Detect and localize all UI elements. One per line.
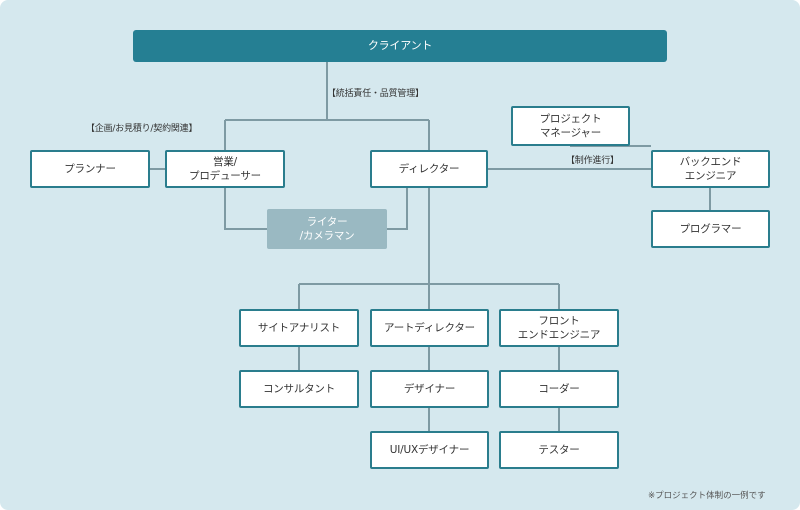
- overall-responsibility-label: 【統括責任・品質管理】: [327, 89, 424, 99]
- art-director-node: アートディレクター: [370, 309, 489, 347]
- client-node: クライアント: [133, 30, 667, 62]
- planner-node: プランナー: [30, 150, 150, 188]
- footnote: ※プロジェクト体制の一例です: [648, 491, 766, 501]
- coder-node: コーダー: [499, 370, 619, 408]
- production-progress-label: 【制作進行】: [566, 156, 619, 166]
- project-manager-node: プロジェクト マネージャー: [511, 106, 630, 146]
- site-analyst-node: サイトアナリスト: [239, 309, 359, 347]
- writer-camera-node: ライター /カメラマン: [267, 209, 387, 249]
- frontend-engineer-node: フロント エンドエンジニア: [499, 309, 619, 347]
- programmer-node: プログラマー: [651, 210, 770, 248]
- consultant-node: コンサルタント: [239, 370, 359, 408]
- director-node: ディレクター: [370, 150, 488, 188]
- tester-node: テスター: [499, 431, 619, 469]
- planning-label: 【企画/お見積り/契約関連】: [86, 124, 198, 134]
- uiux-designer-node: UI/UXデザイナー: [370, 431, 489, 469]
- sales-producer-node: 営業/ プロデューサー: [165, 150, 285, 188]
- backend-engineer-node: バックエンド エンジニア: [651, 150, 770, 188]
- designer-node: デザイナー: [370, 370, 489, 408]
